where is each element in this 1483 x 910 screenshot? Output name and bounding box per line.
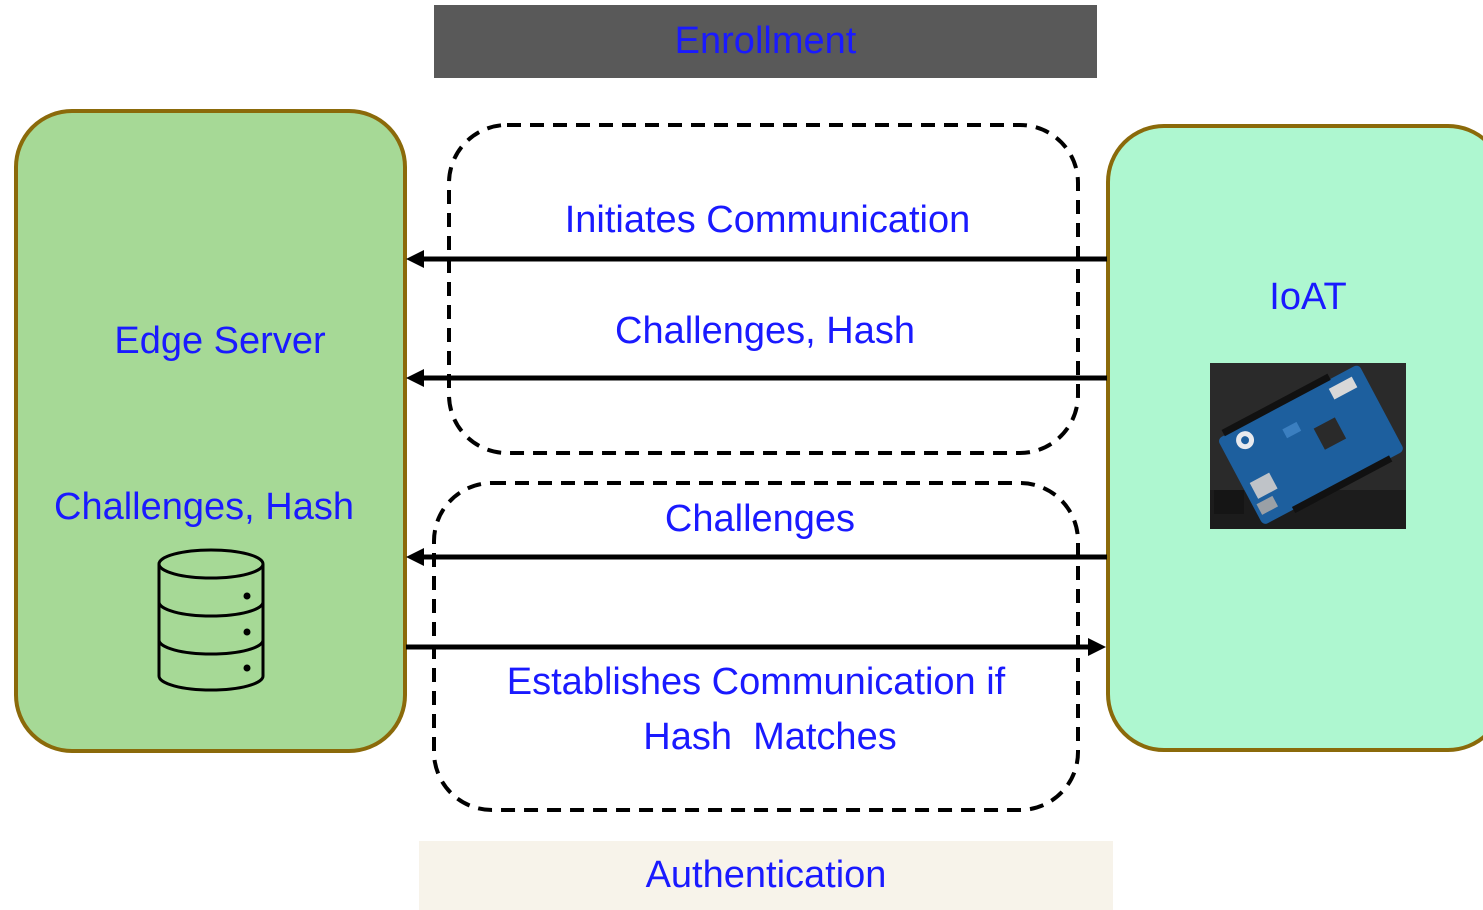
- arrow-challenges-hash: [406, 369, 1107, 387]
- arduino-board-image: [1210, 363, 1406, 529]
- label-challenges-hash: Challenges, Hash: [615, 310, 915, 352]
- authentication-label: Authentication: [645, 854, 887, 896]
- edge-server-storage-label: Challenges, Hash: [54, 486, 354, 528]
- authentication-banner: Authentication: [419, 841, 1113, 910]
- label-challenges: Challenges: [664, 498, 856, 540]
- label-establishes-line2: Hash Matches: [643, 716, 897, 758]
- database-icon: [157, 548, 265, 692]
- arrow-establishes-communication: [406, 638, 1106, 656]
- label-establishes-line1: Establishes Communication if: [506, 661, 1006, 703]
- arrow-initiates-communication: [406, 250, 1107, 268]
- arrow-challenges: [406, 548, 1107, 566]
- enrollment-group-outline: [447, 123, 1080, 455]
- edge-server-title: Edge Server: [114, 320, 326, 362]
- enrollment-label: Enrollment: [674, 20, 857, 62]
- enrollment-banner: Enrollment: [434, 5, 1097, 78]
- edge-server-node: [14, 109, 407, 753]
- label-initiates-communication: Initiates Communication: [564, 199, 971, 241]
- ioat-title: IoAT: [1269, 276, 1347, 318]
